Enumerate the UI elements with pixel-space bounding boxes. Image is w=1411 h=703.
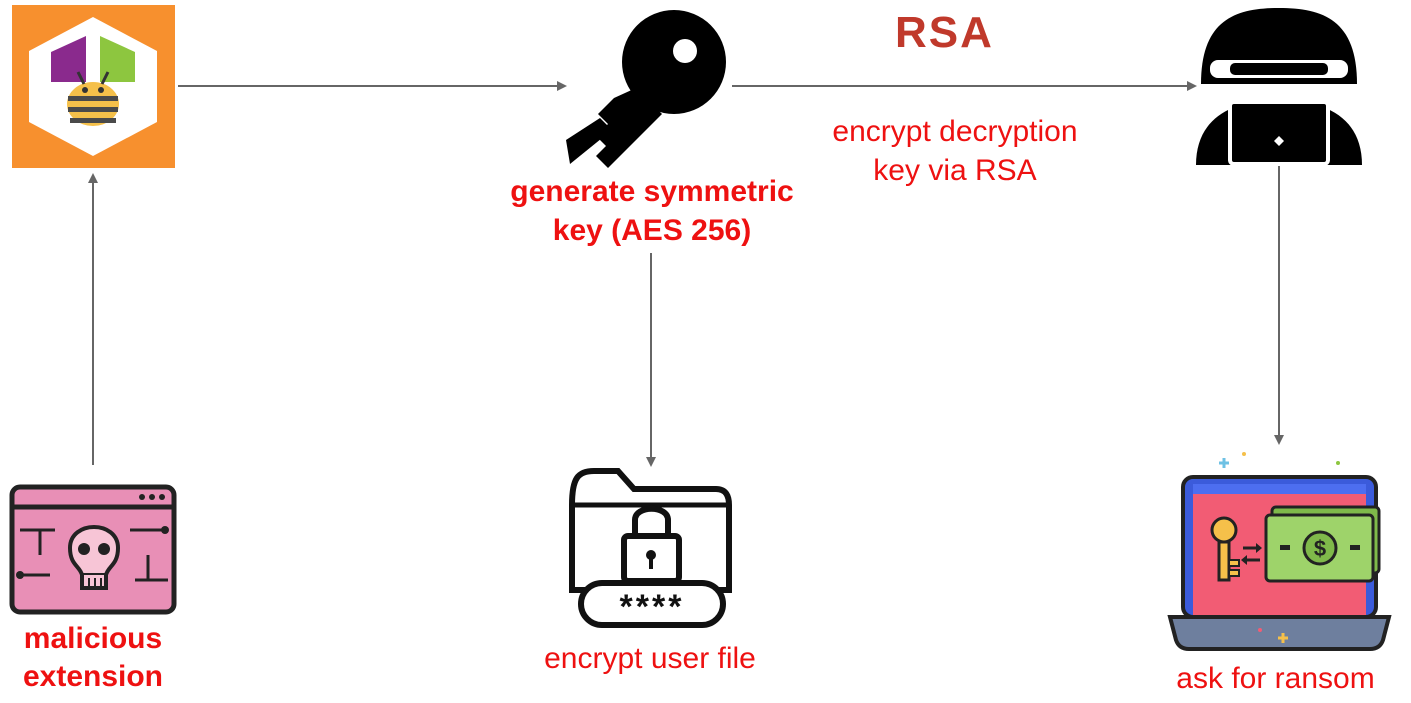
android-bee-app-icon — [12, 5, 175, 168]
hacker-icon — [1196, 8, 1362, 166]
ask-for-ransom-label: ask for ransom — [1176, 662, 1375, 695]
svg-text:$: $ — [1314, 536, 1326, 561]
malicious-extension-label: malicious extension — [22, 622, 164, 693]
rsa-logo: RSA — [895, 8, 994, 57]
encrypt-user-file-label: encrypt user file — [544, 642, 756, 675]
malicious-extension-skull-icon — [9, 484, 177, 615]
generate-key-label: generate symmetric key (AES 256) — [510, 175, 794, 247]
rsa-encrypt-label: encrypt decryption key via RSA — [832, 115, 1078, 187]
ransom-laptop-icon: $ — [1167, 452, 1392, 651]
locked-folder-icon: **** — [569, 468, 732, 628]
svg-text:****: **** — [620, 588, 685, 626]
key-icon — [566, 10, 726, 168]
